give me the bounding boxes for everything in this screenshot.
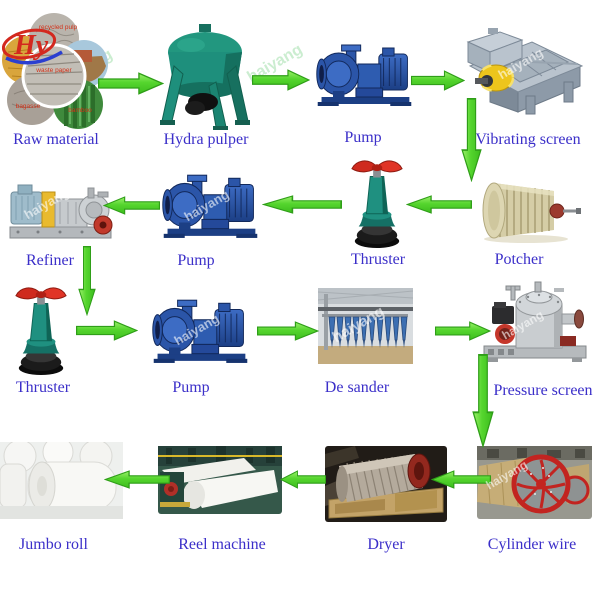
thruster-2-image (14, 282, 68, 375)
reel-machine-image (158, 446, 282, 514)
arrow-de-sander-to-pressure-screen (435, 321, 491, 341)
arrow-raw-material-to-hydra-pulper (98, 72, 164, 95)
pump-1-label: Pump (344, 129, 382, 146)
cylinder-wire-image (477, 446, 592, 519)
pump-2-label: Pump (177, 252, 215, 269)
potcher-label: Potcher (494, 251, 544, 268)
pressure-screen-image (478, 280, 593, 365)
pump-3-label: Pump (172, 379, 210, 396)
refiner-label: Refiner (26, 252, 74, 269)
pump-2-image (158, 168, 263, 240)
arrow-pump-to-vibrating-screen (411, 70, 465, 91)
thruster-1-image (350, 155, 404, 248)
raw-caption-recycled: recycled pulp (39, 24, 78, 31)
arrow-dryer-to-reel-machine (280, 470, 326, 489)
dryer-image (325, 446, 447, 522)
hydra-pulper-label: Hydra pulper (163, 131, 249, 148)
potcher-image (474, 178, 584, 244)
vibrating-screen-image (460, 26, 588, 122)
arrow-pressure-screen-to-cylinder-wire (472, 354, 494, 448)
reel-machine-label: Reel machine (178, 536, 266, 553)
arrow-cylinder-wire-to-dryer (431, 470, 491, 489)
arrow-vibrating-screen-to-potcher (461, 98, 482, 182)
raw-material-image: recycled pulp waste paper bagasse bamboo… (2, 12, 108, 130)
arrow-thruster-to-pump-2 (76, 320, 138, 341)
pressure-screen-label: Pressure screen (493, 382, 593, 399)
arrow-hydra-pulper-to-pump (252, 69, 310, 91)
raw-caption-bagasse: bagasse (16, 103, 41, 110)
refiner-image (8, 172, 113, 247)
arrow-reel-machine-to-jumbo-roll (104, 470, 170, 489)
thruster-2-label: Thruster (15, 379, 71, 396)
raw-caption-waste: waste paper (35, 67, 72, 74)
pump-1-image (312, 38, 417, 108)
arrow-thruster-to-pump (262, 195, 342, 214)
raw-caption-bamboo: bamboo (68, 107, 92, 114)
dryer-label: Dryer (367, 536, 405, 553)
raw-material-label: Raw material (13, 131, 99, 148)
pump-3-image (148, 293, 253, 365)
arrow-pump-to-refiner (103, 196, 160, 215)
arrow-refiner-to-thruster (78, 246, 96, 316)
de-sander-image (318, 288, 413, 364)
cylinder-wire-label: Cylinder wire (487, 536, 577, 553)
jumbo-roll-label: Jumbo roll (19, 536, 88, 553)
arrow-pump-to-de-sander (257, 321, 319, 341)
de-sander-label: De sander (324, 379, 390, 396)
vibrating-screen-label: Vibrating screen (475, 131, 581, 148)
thruster-1-label: Thruster (350, 251, 406, 268)
hy-logo: Hy (13, 30, 49, 61)
arrow-potcher-to-thruster (406, 195, 472, 214)
hydra-pulper-image (158, 22, 253, 132)
jumbo-roll-image (0, 442, 123, 519)
